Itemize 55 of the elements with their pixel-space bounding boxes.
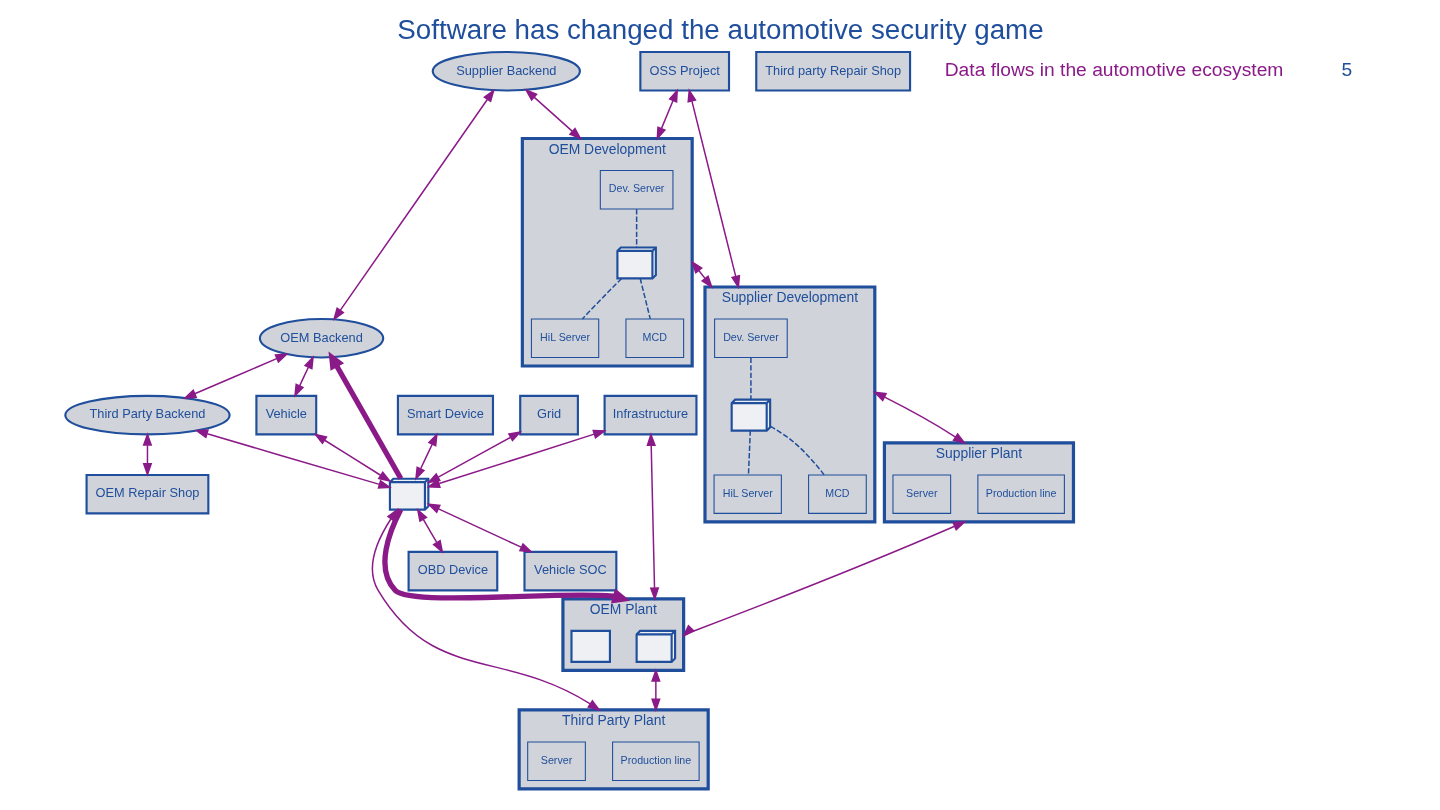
arrow — [426, 503, 533, 553]
arrow — [371, 508, 601, 712]
arrow — [332, 88, 495, 322]
node-box: Vehicle — [254, 394, 317, 436]
node-box: Server — [526, 741, 586, 781]
node-box: Infrastructure — [603, 394, 697, 436]
arrow — [416, 508, 443, 554]
arrow — [142, 432, 152, 477]
arrow — [686, 88, 740, 290]
arrow — [313, 433, 392, 483]
arrow — [293, 355, 314, 398]
label: Data flows in the automotive ecosystem — [944, 58, 1283, 80]
node-box: MCD — [624, 318, 684, 358]
arrow — [194, 429, 392, 489]
cluster: OEM Plant — [560, 597, 685, 672]
node-ellipse: Supplier Backend — [431, 50, 581, 92]
node-box: OBD Device — [407, 550, 498, 592]
arrow — [425, 429, 607, 488]
node-box: OSS Project — [638, 50, 730, 92]
node-box: Dev. Server — [599, 170, 673, 210]
node-box: Smart Device — [396, 394, 494, 436]
node-box: Server — [891, 474, 951, 514]
node-ellipse: OEM Backend — [258, 317, 384, 359]
arrow — [523, 88, 582, 141]
arrow — [327, 351, 403, 480]
node-box: HiL Server — [713, 474, 782, 514]
label: 5 — [1341, 58, 1352, 80]
arrow — [681, 521, 967, 638]
connector — [749, 357, 752, 401]
arrow — [182, 353, 289, 399]
arrow — [690, 260, 713, 289]
node-box: Grid — [518, 394, 579, 436]
node-box: MCD — [807, 474, 867, 514]
arrow — [656, 88, 678, 141]
arrow — [645, 432, 659, 602]
connector — [747, 429, 751, 476]
node-box: Production line — [611, 741, 700, 781]
node-box: Vehicle SOC — [522, 550, 617, 592]
connector — [581, 277, 622, 320]
node-ellipse: Third Party Backend — [63, 394, 231, 436]
arrow — [872, 391, 966, 445]
arrow — [381, 508, 630, 604]
node-box: HiL Server — [530, 318, 599, 358]
node-box: Third party Repair Shop — [754, 50, 911, 92]
node-box: Production line — [976, 474, 1065, 514]
connector — [635, 208, 637, 248]
arrow — [426, 431, 522, 484]
arrow — [650, 668, 661, 713]
arrow — [414, 432, 438, 481]
diagram-title: Software has changed the automotive security game — [396, 13, 1044, 45]
connector — [638, 277, 651, 320]
node-box: Dev. Server — [713, 318, 788, 358]
node-box: OEM Repair Shop — [85, 473, 209, 515]
node-box — [569, 629, 611, 663]
connector — [769, 425, 825, 476]
